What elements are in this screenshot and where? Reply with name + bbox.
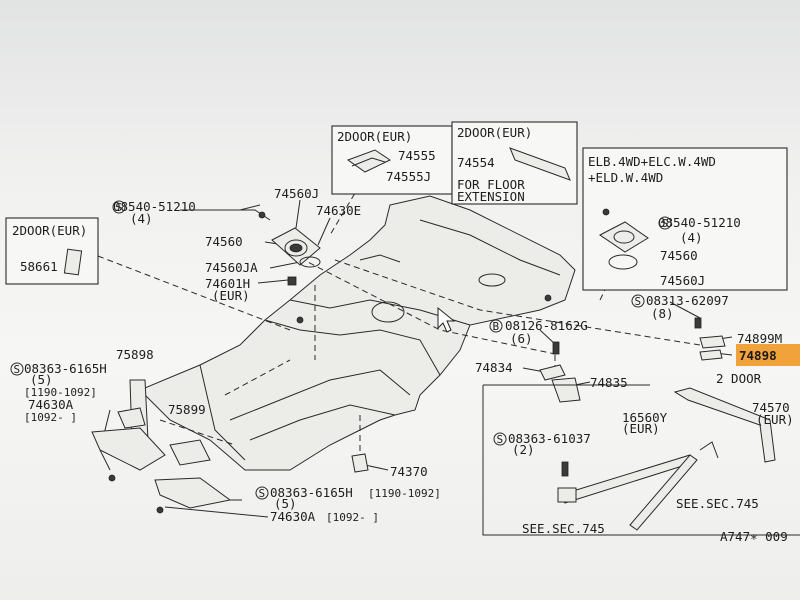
label-74560: 74560: [205, 234, 243, 249]
label-74570-note: (EUR): [756, 412, 794, 427]
label-74554: 74554: [457, 155, 495, 170]
label-bolt-08363-61037-qty: (2): [512, 442, 535, 457]
label-bolt-08540-right: 08540-51210: [658, 215, 741, 230]
label-74834: 74834: [475, 360, 513, 375]
mouse-pointer-icon: [437, 306, 456, 333]
b-glyph: B: [493, 320, 500, 333]
label-74560JA: 74560JA: [205, 260, 258, 275]
label-bolt-08363-61037: 08363-61037: [508, 431, 591, 446]
speaker-mount-74560: [258, 211, 321, 286]
label-74555: 74555: [398, 148, 436, 163]
s-glyph: S: [259, 487, 266, 500]
s-marker-icon: [10, 362, 24, 376]
floor-panel-drawing: [139, 195, 576, 471]
highlighted-part-74898[interactable]: [736, 344, 800, 366]
s-glyph: S: [497, 433, 504, 446]
figure-id: A747∗ 009: [720, 529, 788, 544]
label-bolt-08363b-qty: (5): [274, 496, 297, 511]
label-74601H: 74601H: [205, 276, 250, 291]
under-cover-parts: [91, 379, 369, 514]
label-74630A-b-range: [1092- ]: [326, 511, 379, 524]
label-bolt-08540-right-qty: (4): [680, 230, 703, 245]
s-glyph: S: [116, 201, 123, 214]
label-bolt-08540-qty: (4): [130, 211, 153, 226]
box-right-title-2: +ELD.W.4WD: [588, 170, 663, 185]
label-75899: 75899: [168, 402, 206, 417]
note-for-floor: FOR FLOOR: [457, 177, 525, 192]
diagram-labels: 2DOOR(EUR) 58661 2DOOR(EUR) 74555 74555J…: [12, 125, 794, 544]
box-elb-4wd: [582, 147, 788, 291]
s-marker-icon: [658, 216, 672, 230]
label-74570: 74570: [752, 400, 790, 415]
box-top1-title: 2DOOR(EUR): [337, 129, 412, 144]
label-74560-right: 74560: [660, 248, 698, 263]
label-74555J: 74555J: [386, 169, 431, 184]
label-bolt-08363a: 08363-6165H: [24, 361, 107, 376]
s-glyph: S: [14, 363, 21, 376]
screw-markers: [10, 200, 672, 500]
s-marker-icon: [255, 486, 269, 500]
label-2door: 2 DOOR: [716, 371, 762, 386]
label-74835: 74835: [590, 375, 628, 390]
label-bolt-08363a-qty: (5): [30, 372, 53, 387]
label-bolt-08363b-range: [1190-1092]: [368, 487, 441, 500]
s-marker-icon: [493, 432, 507, 446]
s-glyph: S: [662, 217, 669, 230]
s-marker-icon: [631, 294, 645, 308]
cross-member-parts: [539, 317, 726, 403]
box-right-title-1: ELB.4WD+ELC.W.4WD: [588, 154, 716, 169]
box-2door-eur-74554: [451, 121, 578, 205]
s-marker-icon: [112, 200, 126, 214]
s-glyph: S: [635, 295, 642, 308]
label-bolt-08126-qty: (6): [510, 331, 533, 346]
label-58661: 58661: [20, 259, 58, 274]
label-bolt-08363b: 08363-6165H: [270, 485, 353, 500]
label-bolt-08540: 08540-51210: [113, 199, 196, 214]
label-74630E: 74630E: [316, 203, 361, 218]
b-marker-icon: [489, 319, 503, 333]
label-74630A: 74630A: [28, 397, 74, 412]
label-74560J: 74560J: [274, 186, 319, 201]
label-see-sec-745-b: SEE.SEC.745: [522, 521, 605, 536]
label-16560Y: 16560Y: [622, 410, 668, 425]
label-74899M: 74899M: [737, 331, 782, 346]
box-2door-strut-bar: [482, 384, 800, 536]
label-74630A-b: 74630A: [270, 509, 316, 524]
label-74370: 74370: [390, 464, 428, 479]
box-left-title: 2DOOR(EUR): [12, 223, 87, 238]
label-bolt-08313-qty: (8): [651, 306, 674, 321]
label-see-sec-745-a: SEE.SEC.745: [676, 496, 759, 511]
label-range-a: [1190-1092]: [24, 386, 97, 399]
label-75898: 75898: [116, 347, 154, 362]
label-bolt-08313: 08313-62097: [646, 293, 729, 308]
box-top2-title: 2DOOR(EUR): [457, 125, 532, 140]
label-16560Y-note: (EUR): [622, 421, 660, 436]
label-74601H-note: (EUR): [212, 288, 250, 303]
label-74560J-right: 74560J: [660, 273, 705, 288]
label-bolt-08126: 08126-8162G: [505, 318, 588, 333]
label-range-b: [1092- ]: [24, 411, 77, 424]
label-74898[interactable]: 74898: [739, 348, 777, 363]
box-2door-eur-58661: [5, 217, 99, 285]
note-extension: EXTENSION: [457, 189, 525, 204]
